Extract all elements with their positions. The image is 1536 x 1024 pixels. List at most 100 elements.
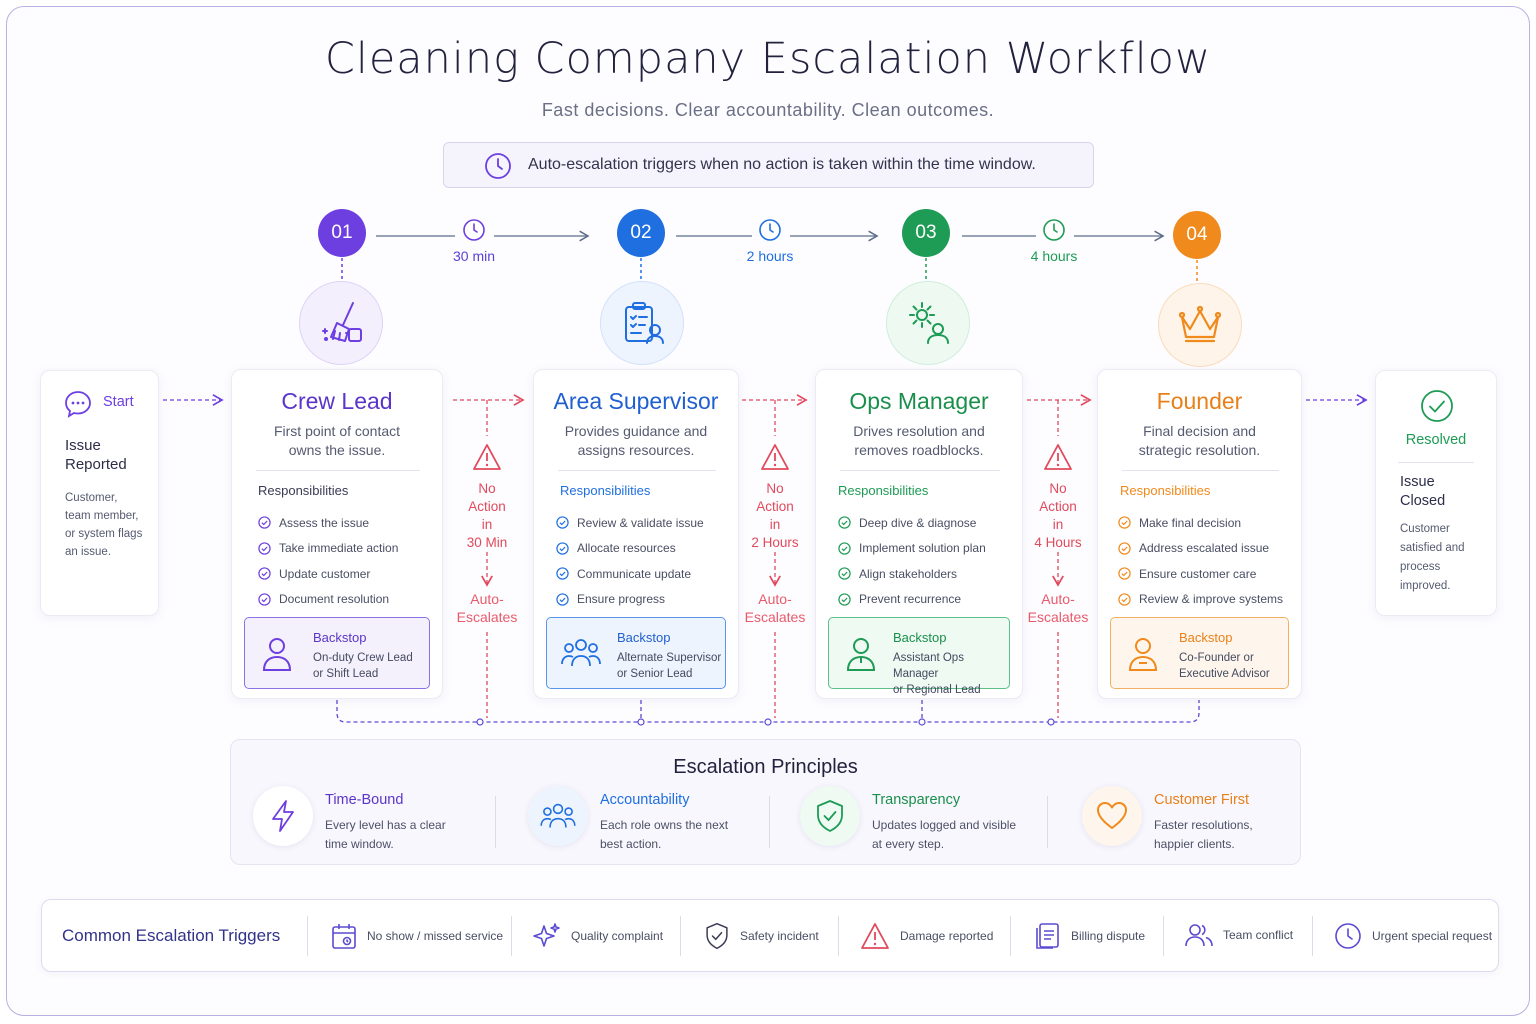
users-icon	[1185, 924, 1213, 947]
principle-title: Customer First	[1154, 792, 1250, 808]
divider	[256, 470, 420, 471]
check-circle-icon	[1421, 390, 1453, 422]
team-icon	[561, 639, 601, 667]
check-circle-icon	[838, 542, 851, 555]
check-circle-icon	[1118, 593, 1131, 606]
trigger-quality-complaint: Quality complaint	[533, 922, 663, 950]
document-icon	[1036, 923, 1059, 949]
list-item: Allocate resources	[556, 536, 704, 562]
warning-icon	[861, 923, 889, 949]
step-number-01: 01	[318, 209, 366, 257]
principle-title: Transparency	[872, 792, 961, 808]
divider	[1122, 470, 1279, 471]
timer-label: 4 hours	[1030, 248, 1078, 264]
role-title: Founder	[1156, 388, 1243, 414]
list-item: Review & improve systems	[1118, 587, 1283, 613]
page-title: Cleaning Company Escalation Workflow	[324, 34, 1212, 84]
principle-title: Time-Bound	[325, 792, 404, 808]
list-item: Address escalated issue	[1118, 536, 1283, 562]
user-icon	[262, 638, 292, 671]
list-item: Ensure customer care	[1118, 561, 1283, 587]
heart-icon	[1082, 786, 1142, 846]
chat-bubble-icon	[65, 391, 91, 418]
triggers-heading: Common Escalation Triggers	[62, 926, 281, 945]
check-circle-icon	[838, 516, 851, 529]
team-icon	[528, 786, 588, 846]
responsibilities-list: Review & validate issue Allocate resourc…	[556, 510, 704, 612]
step-number-03: 03	[902, 209, 950, 257]
page-subtitle: Fast decisions. Clear accountability. Cl…	[541, 100, 995, 120]
backstop-heading: Backstop	[1179, 630, 1233, 645]
check-circle-icon	[1118, 516, 1131, 529]
user-icon	[1128, 638, 1158, 671]
calendar-icon	[332, 924, 356, 949]
responsibilities-list: Make final decision Address escalated is…	[1118, 510, 1283, 612]
list-item: Implement solution plan	[838, 536, 986, 562]
timer-label: 30 min	[452, 248, 496, 264]
check-circle-icon	[556, 567, 569, 580]
clock-icon	[759, 219, 781, 241]
warning-icon	[473, 444, 501, 470]
timer-label: 2 hours	[746, 248, 794, 264]
warning-icon	[761, 444, 789, 470]
clipboard-user-icon	[600, 281, 684, 365]
principle-title: Accountability	[600, 792, 690, 808]
principles-heading: Escalation Principles	[673, 756, 858, 778]
shield-check-icon	[706, 922, 728, 950]
divider	[1163, 916, 1164, 956]
lightning-icon	[253, 786, 313, 846]
divider	[838, 916, 839, 956]
user-icon	[846, 638, 876, 671]
list-item: Make final decision	[1118, 510, 1283, 536]
check-circle-icon	[258, 516, 271, 529]
divider	[511, 916, 512, 956]
step-number-04: 04	[1173, 211, 1221, 259]
check-circle-icon	[258, 593, 271, 606]
broom-bucket-icon	[299, 281, 383, 365]
timer-4-hours: 4 hours	[1016, 218, 1092, 264]
gear-user-icon	[886, 281, 970, 365]
check-circle-icon	[556, 516, 569, 529]
sparkle-icon	[533, 923, 560, 947]
check-circle-icon	[1118, 542, 1131, 555]
responsibilities-list: Deep dive & diagnose Implement solution …	[838, 510, 986, 612]
check-circle-icon	[556, 542, 569, 555]
timer-2-hours: 2 hours	[732, 218, 808, 264]
role-title: Area Supervisor	[553, 388, 719, 414]
timer-30-min: 30 min	[436, 218, 512, 264]
divider	[1312, 916, 1313, 956]
divider	[1047, 796, 1048, 848]
auto-escalation-banner: Auto-escalation triggers when no action …	[443, 142, 1094, 188]
divider	[558, 470, 716, 471]
list-item: Update customer	[258, 561, 398, 587]
warning-icon	[1044, 444, 1072, 470]
list-item: Take immediate action	[258, 536, 398, 562]
role-title: Ops Manager	[849, 388, 989, 414]
trigger-urgent-special-request: Urgent special request	[1334, 922, 1492, 950]
check-circle-icon	[258, 567, 271, 580]
divider	[1010, 916, 1011, 956]
clock-icon	[1335, 923, 1361, 949]
trigger-team-conflict: Team conflict	[1185, 922, 1293, 948]
trigger-damage-reported: Damage reported	[860, 922, 993, 950]
divider	[1398, 462, 1474, 463]
common-escalation-triggers-bar: Common Escalation Triggers No show / mis…	[41, 899, 1499, 972]
divider	[307, 916, 308, 956]
